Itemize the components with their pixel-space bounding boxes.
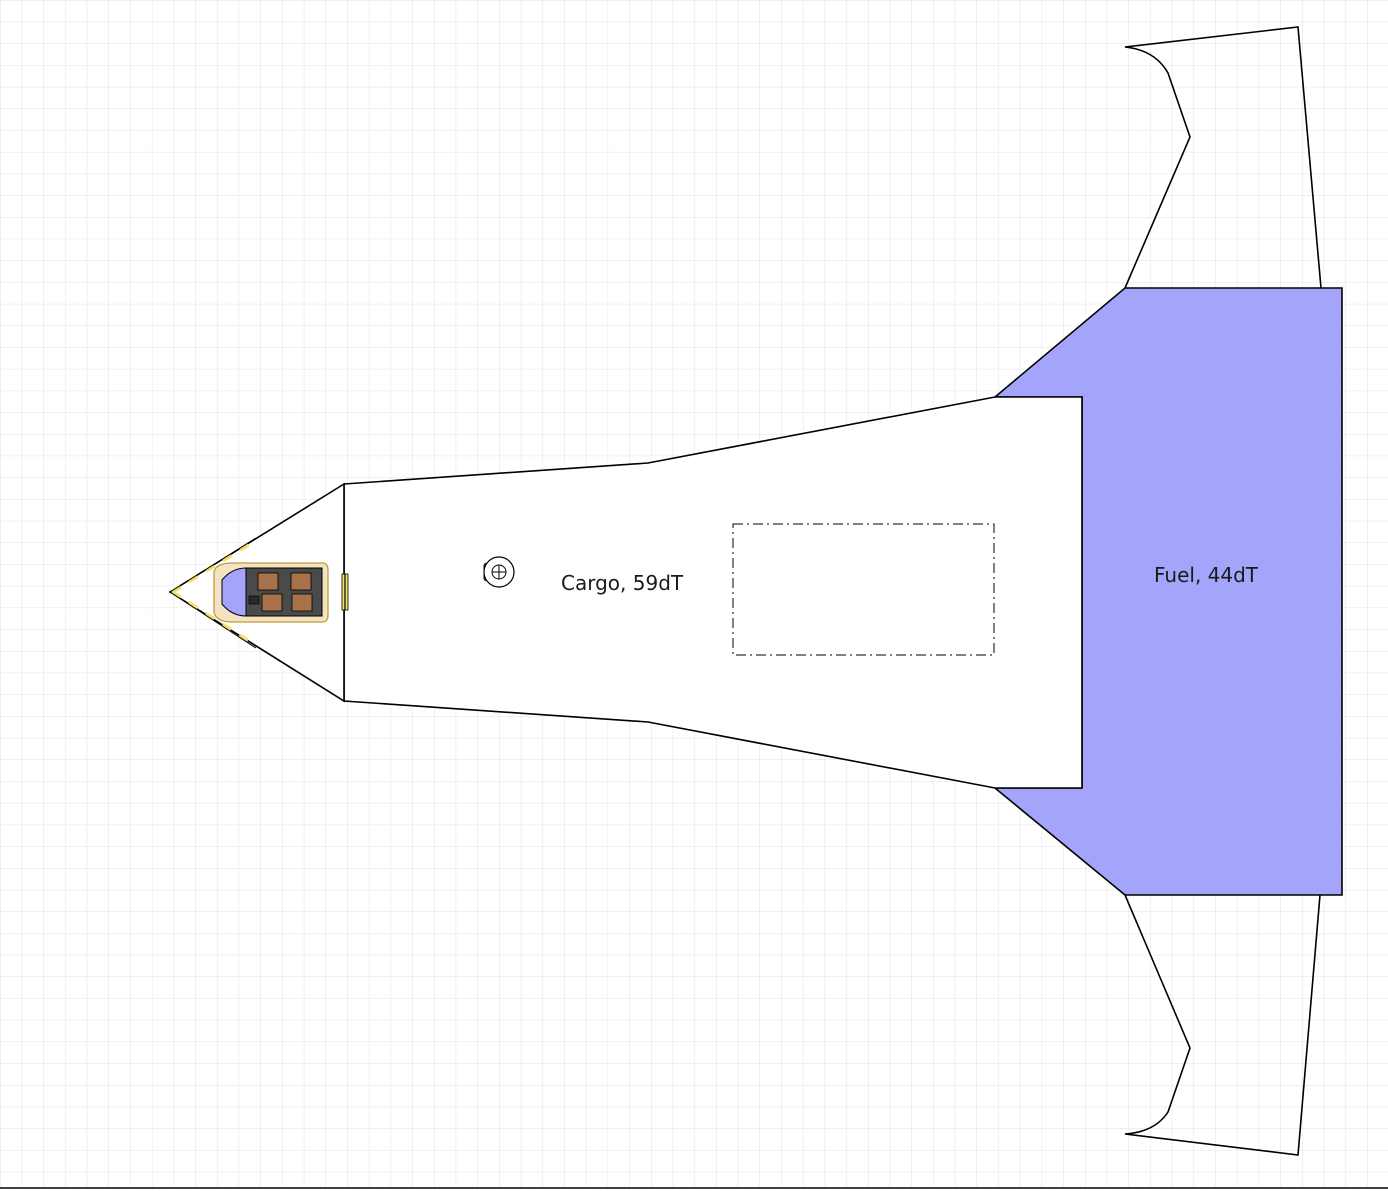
cargo-hull <box>343 396 1083 789</box>
seat-icon <box>261 593 283 612</box>
nose-hazard-stripes <box>169 537 258 649</box>
cockpit <box>213 562 329 623</box>
airlock-hatch-icon <box>483 556 515 588</box>
seat-icon <box>290 572 312 591</box>
lower-wing <box>1124 894 1321 1156</box>
cargo-label: Cargo, 59dT <box>561 571 684 595</box>
seat-icon <box>291 593 313 612</box>
upper-wing <box>1124 26 1322 289</box>
fuel-label: Fuel, 44dT <box>1154 563 1259 587</box>
bulkhead-door <box>341 573 349 611</box>
cargo-hatch-outline <box>732 523 995 656</box>
seat-icon <box>257 572 279 591</box>
